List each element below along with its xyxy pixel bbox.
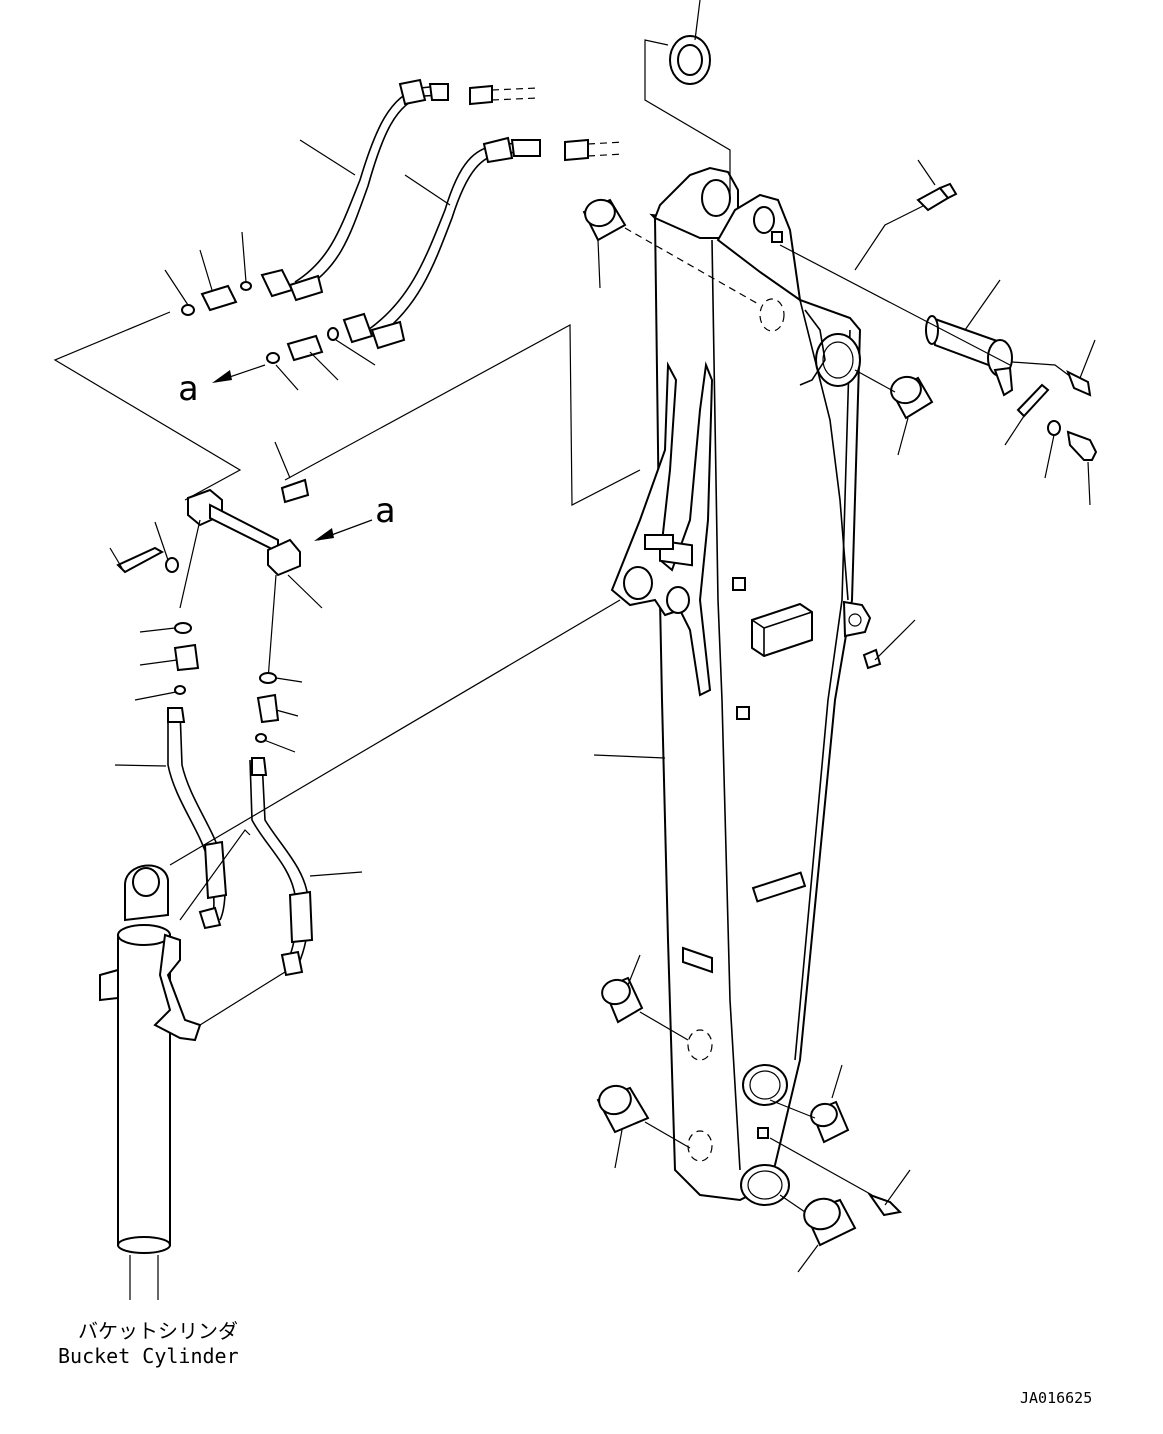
lower-hoses — [114, 707, 363, 977]
bucket-cylinder-label-jp: バケットシリンダ — [78, 1319, 238, 1343]
arm-right-edge — [799, 299, 849, 601]
arm-right-inner — [794, 329, 851, 1061]
drawing-number: JA016625 — [1020, 1389, 1092, 1407]
view-a-label-mid: a — [375, 491, 395, 531]
bucket-cylinder-label-en: Bucket Cylinder — [58, 1344, 239, 1368]
upper-left-fittings — [164, 231, 376, 391]
upper-hoses — [260, 78, 625, 350]
arm-assembly — [610, 166, 872, 1206]
top-washer — [644, 0, 731, 195]
view-a-label-top: a — [178, 369, 198, 409]
bushings — [582, 198, 934, 1273]
arm-center-ridge — [711, 239, 741, 1171]
arm-cylinder-bracket — [610, 361, 714, 697]
arm-top-pin-hole-left — [701, 179, 731, 217]
lower-fittings — [134, 622, 303, 753]
bucket-cylinder — [99, 599, 621, 1300]
detail-a-leaders — [53, 311, 641, 541]
grease-fitting-top — [916, 159, 958, 212]
arm-top-boss-right — [716, 193, 802, 303]
arm-top-pin-hole-right — [753, 206, 775, 234]
boom-pin — [779, 199, 1076, 397]
arm-leader — [593, 754, 666, 759]
right-fasteners — [769, 339, 1098, 1217]
hose-clamp-bracket — [109, 441, 323, 681]
